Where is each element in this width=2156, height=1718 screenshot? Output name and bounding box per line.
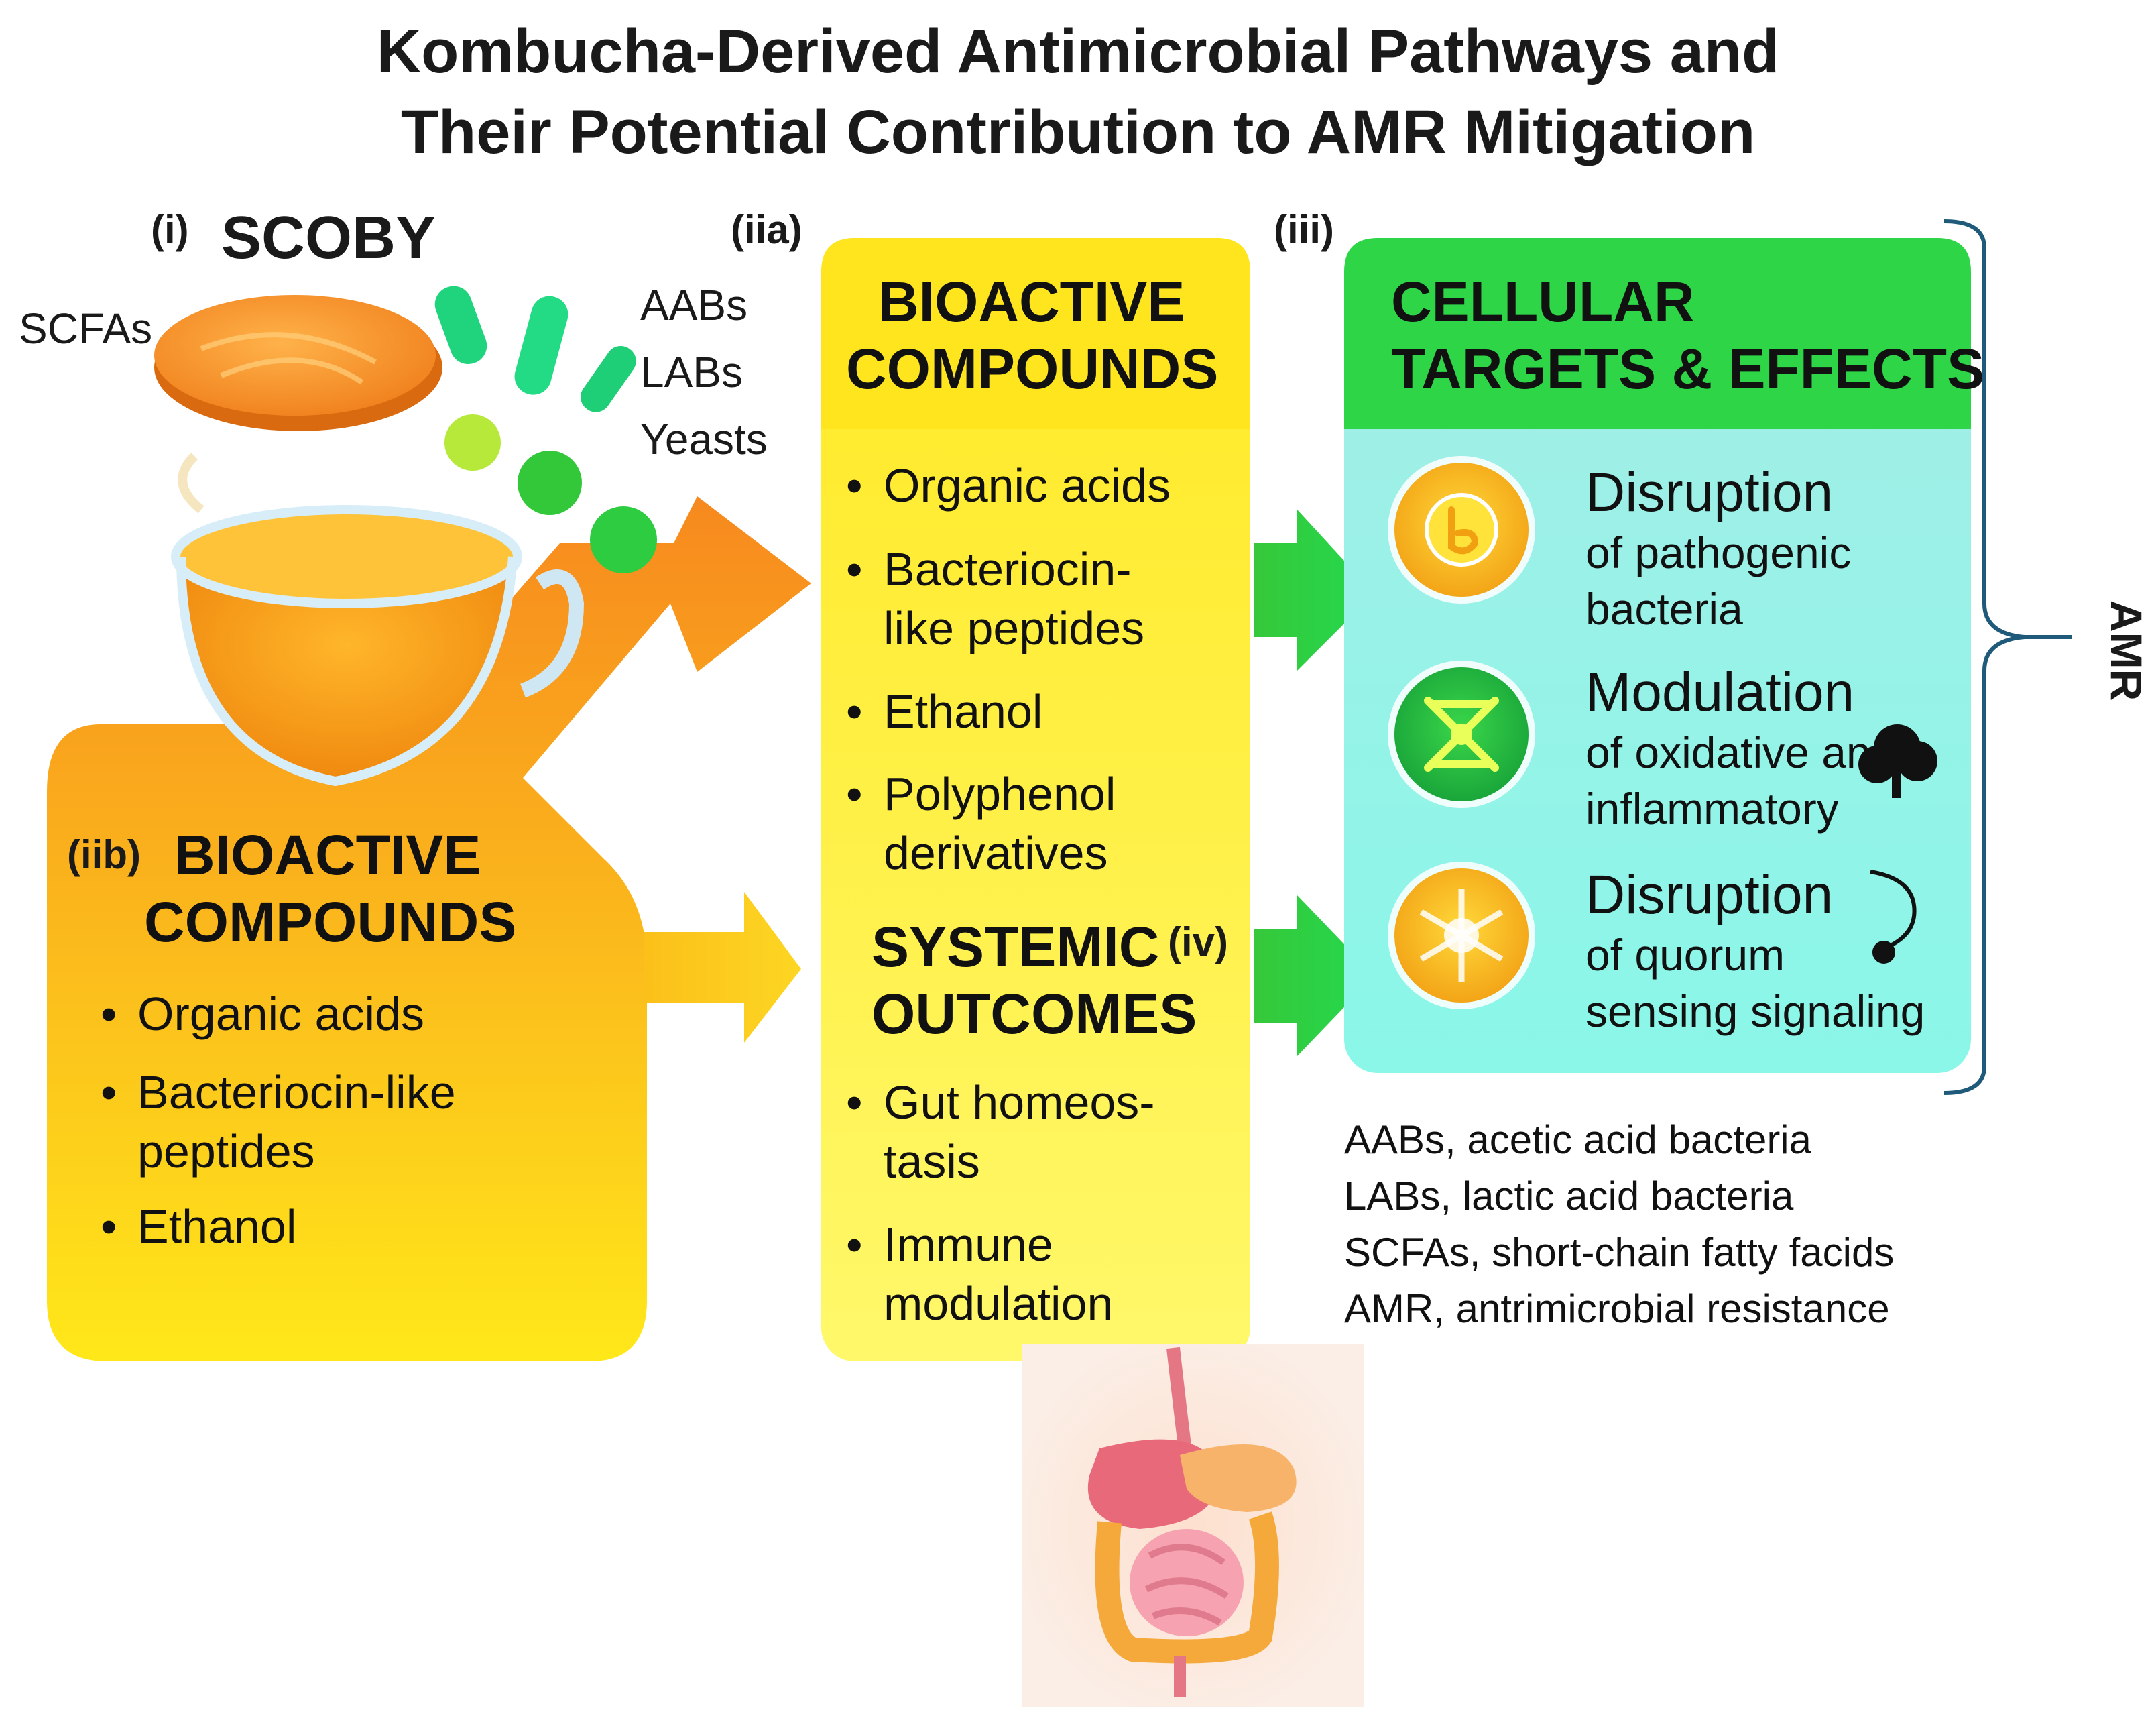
iv-item: Gut homeos- [884, 1076, 1155, 1129]
legend-entry: LABs, lactic acid bacteria [1344, 1173, 1794, 1218]
effect-subtitle: of oxidative and [1585, 728, 1896, 777]
bullet-icon: • [846, 685, 863, 738]
effect-title: Modulation [1585, 662, 1855, 723]
iib-heading-line-2: COMPOUNDS [144, 891, 517, 954]
scfas-label: SCFAs [19, 304, 153, 353]
upper-green-arrow [1254, 510, 1374, 671]
effect-subtitle: sensing signaling [1585, 986, 1925, 1036]
scoby-disc-icon [154, 295, 442, 431]
microbe-label: Yeasts [640, 415, 768, 463]
bullet-icon: • [101, 1200, 117, 1253]
iia-item: Ethanol [884, 685, 1043, 738]
microbe-label: LABs [640, 348, 743, 396]
bullet-icon: • [846, 1076, 863, 1129]
lower-green-arrow [1254, 895, 1374, 1056]
iv-item: Immune [884, 1218, 1053, 1271]
bacteria-cluster-icon [434, 286, 657, 573]
effect-title: Disruption [1585, 462, 1834, 523]
diagram-title-line-1: Kombucha-Derived Antimicrobial Pathways … [376, 17, 1780, 86]
iib-panel-label: (iib) [67, 832, 141, 877]
scoby-panel-label: (i) [151, 207, 189, 252]
microbe-label: AABs [640, 281, 748, 329]
iib-heading-line-1: BIOACTIVE [174, 823, 481, 886]
legend-entry: AMR, antrimicrobial resistance [1344, 1286, 1890, 1331]
effect-subtitle: of quorum [1585, 930, 1785, 980]
effect-title: Disruption [1585, 864, 1834, 925]
effect-subtitle: bacteria [1585, 584, 1743, 634]
iia-item: Organic acids [884, 459, 1171, 512]
legend-entry: SCFAs, short-chain fatty facids [1344, 1230, 1895, 1275]
iia-panel-rect [821, 238, 1250, 1361]
quorum-sensing-icon [1388, 862, 1535, 1009]
diagram-title-line-2: Their Potential Contribution to AMR Miti… [400, 98, 1756, 166]
iv-heading-line-1: SYSTEMIC [872, 915, 1160, 978]
bullet-icon: • [101, 1066, 117, 1119]
iia-heading-line-2: COMPOUNDS [846, 337, 1219, 400]
iia-item: derivatives [884, 827, 1108, 879]
tea-cup-icon [171, 453, 585, 787]
bullet-icon: • [846, 459, 863, 512]
iia-item: Polyphenol [884, 768, 1116, 820]
anti-inflammatory-icon [1388, 661, 1535, 808]
iia-item: Bacteriocin- [884, 543, 1132, 595]
pathogen-icon [1870, 870, 1917, 964]
iv-panel-label: (iv) [1168, 919, 1228, 964]
bullet-icon: • [846, 543, 863, 595]
iib-item: Organic acids [137, 988, 424, 1040]
iib-item: Ethanol [137, 1200, 297, 1253]
iib-panel-shape [47, 496, 811, 1361]
scoby-heading: SCOBY [221, 205, 436, 272]
lower-orange-arrow [644, 892, 801, 1043]
iii-panel-rect [1344, 238, 1971, 1073]
immune-tree-icon [1858, 724, 1937, 798]
iii-panel-label: (iii) [1274, 207, 1334, 252]
effect-subtitle: inflammatory [1585, 784, 1839, 834]
iv-item: modulation [884, 1277, 1114, 1330]
iv-item: tasis [884, 1135, 980, 1188]
iia-item: like peptides [884, 602, 1145, 654]
iib-item: Bacteriocin-like [137, 1066, 456, 1119]
iii-heading-line-1: CELLULAR [1391, 270, 1695, 333]
bullet-icon: • [846, 768, 863, 820]
gut-icon [1087, 1347, 1297, 1697]
legend-entry: AABs, acetic acid bacteria [1344, 1117, 1812, 1162]
effect-subtitle: of pathogenic [1585, 528, 1852, 577]
iib-item: peptides [137, 1125, 315, 1178]
iv-heading-line-2: OUTCOMES [872, 982, 1197, 1045]
amr-bracket-label: AMR [2102, 600, 2151, 701]
bullet-icon: • [846, 1218, 863, 1271]
iii-heading-line-2: TARGETS & EFFECTS [1391, 337, 1985, 400]
bullet-icon: • [101, 988, 117, 1040]
iia-panel-label: (iia) [731, 207, 802, 252]
iia-heading-line-1: BIOACTIVE [878, 270, 1185, 333]
bacteria-disruption-icon [1388, 456, 1535, 604]
